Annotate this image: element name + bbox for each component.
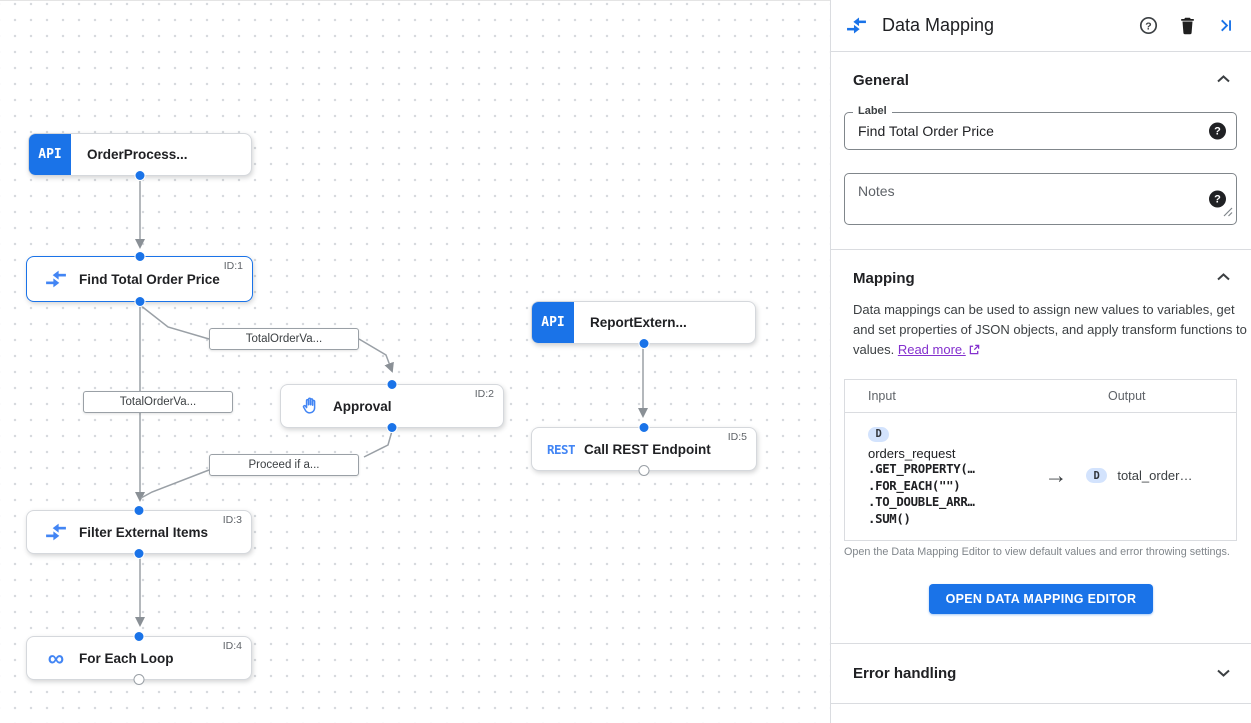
input-column-header: Input bbox=[868, 389, 896, 403]
data-type-chip: D bbox=[1086, 468, 1108, 483]
api-trigger-icon: API bbox=[29, 134, 71, 175]
mapping-function-line: .GET_PROPERTY(… bbox=[868, 462, 975, 476]
notes-field: ? bbox=[844, 173, 1237, 225]
label-help-icon[interactable]: ? bbox=[1209, 122, 1226, 140]
loop-icon: ∞ bbox=[47, 644, 65, 671]
flow-node-for-each-loop[interactable]: ∞ For Each Loop ID:4 bbox=[26, 631, 252, 685]
error-handling-heading: Error handling bbox=[853, 665, 957, 682]
external-link-icon bbox=[969, 341, 980, 361]
svg-text:?: ? bbox=[1145, 20, 1151, 32]
node-id-tag: ID:4 bbox=[222, 640, 242, 652]
delete-icon[interactable] bbox=[1179, 16, 1196, 35]
mapping-description: Data mappings can be used to assign new … bbox=[853, 300, 1248, 361]
node-label: For Each Loop bbox=[79, 650, 174, 666]
input-port-dot[interactable] bbox=[386, 379, 398, 390]
mapping-output-cell: D total_order… bbox=[1086, 424, 1236, 527]
api-trigger-icon: API bbox=[532, 302, 574, 343]
node-id-tag: ID:2 bbox=[474, 388, 494, 400]
flow-node-order-process-trigger[interactable]: API OrderProcess... bbox=[28, 133, 252, 181]
section-divider bbox=[831, 703, 1251, 704]
panel-title: Data Mapping bbox=[882, 15, 995, 35]
input-port-dot[interactable] bbox=[134, 251, 145, 262]
panel-header: Data Mapping ? bbox=[831, 0, 1251, 52]
output-variable: total_order… bbox=[1117, 468, 1193, 483]
data-mapping-icon bbox=[41, 268, 71, 290]
node-label: OrderProcess... bbox=[87, 147, 188, 162]
notes-help-icon[interactable]: ? bbox=[1209, 190, 1226, 208]
rest-task-icon: REST bbox=[546, 441, 576, 457]
output-port-dot[interactable] bbox=[638, 338, 649, 349]
input-port-dot[interactable] bbox=[133, 631, 145, 642]
node-label: Filter External Items bbox=[79, 524, 209, 540]
output-port-dot[interactable] bbox=[386, 422, 398, 433]
output-column-header: Output bbox=[1108, 389, 1146, 403]
chevron-down-icon[interactable] bbox=[1216, 665, 1231, 683]
label-input[interactable] bbox=[845, 113, 1236, 149]
mapping-function-line: .TO_DOUBLE_ARR… bbox=[868, 495, 975, 509]
input-variable: orders_request bbox=[868, 446, 956, 461]
node-id-tag: ID:3 bbox=[222, 514, 242, 526]
output-port-dot[interactable] bbox=[134, 296, 145, 307]
mapping-row[interactable]: D orders_request .GET_PROPERTY(… .FOR_EAC… bbox=[845, 413, 1236, 540]
section-divider bbox=[831, 249, 1251, 250]
node-label: Find Total Order Price bbox=[79, 271, 220, 287]
output-port-dot[interactable] bbox=[133, 674, 145, 685]
flow-canvas[interactable]: API OrderProcess... Find Total Order Price… bbox=[0, 0, 830, 723]
chevron-up-icon[interactable] bbox=[1216, 71, 1231, 89]
chevron-up-icon[interactable] bbox=[1216, 269, 1231, 287]
mapping-arrow-icon: → bbox=[1044, 462, 1068, 488]
data-mapping-icon bbox=[41, 521, 71, 543]
section-divider bbox=[831, 643, 1251, 644]
flow-node-report-extern-trigger[interactable]: API ReportExtern... bbox=[531, 301, 756, 349]
node-label: Call REST Endpoint bbox=[584, 441, 711, 457]
output-port-dot[interactable] bbox=[638, 465, 650, 476]
flow-edges bbox=[135, 177, 648, 627]
open-data-mapping-editor-button[interactable]: OPEN DATA MAPPING EDITOR bbox=[928, 584, 1154, 614]
mapping-table-header: Input Output bbox=[845, 380, 1236, 413]
input-port-dot[interactable] bbox=[133, 505, 145, 516]
flow-node-call-rest-endpoint[interactable]: REST Call REST Endpoint ID:5 bbox=[531, 422, 757, 476]
mapping-section-header[interactable]: Mapping bbox=[831, 250, 1251, 287]
edge-label-total-order-2[interactable]: TotalOrderVa... bbox=[83, 391, 233, 413]
read-more-link[interactable]: Read more. bbox=[897, 342, 966, 357]
mapping-function-line: .SUM() bbox=[868, 511, 911, 526]
collapse-panel-icon[interactable] bbox=[1217, 17, 1234, 34]
node-id-tag: ID:1 bbox=[223, 260, 243, 272]
general-section-header[interactable]: General bbox=[831, 52, 1251, 89]
notes-input[interactable] bbox=[845, 174, 1236, 219]
node-label: ReportExtern... bbox=[590, 315, 687, 330]
resize-grip-icon[interactable] bbox=[1223, 204, 1233, 222]
mapping-table: Input Output D orders_request .GET_PROPE… bbox=[844, 379, 1237, 541]
data-type-chip: D bbox=[868, 426, 890, 442]
mapping-function-line: .FOR_EACH("") bbox=[868, 478, 961, 493]
flow-node-approval[interactable]: Approval ID:2 bbox=[280, 379, 504, 433]
edge-label-total-order-1[interactable]: TotalOrderVa... bbox=[209, 328, 359, 350]
data-mapping-icon bbox=[846, 15, 867, 36]
mapping-footnote: Open the Data Mapping Editor to view def… bbox=[844, 546, 1230, 558]
node-id-tag: ID:5 bbox=[727, 431, 747, 443]
error-handling-section-header[interactable]: Error handling bbox=[831, 644, 1251, 703]
help-icon[interactable]: ? bbox=[1139, 16, 1158, 35]
label-field: Label ? bbox=[844, 105, 1237, 150]
flow-node-filter-external-items[interactable]: Filter External Items ID:3 bbox=[26, 505, 252, 559]
output-port-dot[interactable] bbox=[134, 170, 146, 181]
output-port-dot[interactable] bbox=[133, 548, 145, 559]
config-panel: Data Mapping ? bbox=[830, 0, 1251, 723]
general-heading: General bbox=[853, 71, 909, 89]
approval-hand-icon bbox=[295, 395, 325, 417]
edge-label-proceed[interactable]: Proceed if a... bbox=[209, 454, 359, 476]
mapping-heading: Mapping bbox=[853, 269, 915, 287]
input-port-dot[interactable] bbox=[638, 422, 650, 433]
node-label: Approval bbox=[333, 398, 392, 414]
mapping-input-cell: D orders_request .GET_PROPERTY(… .FOR_EAC… bbox=[845, 424, 1026, 527]
label-field-caption: Label bbox=[853, 105, 892, 117]
